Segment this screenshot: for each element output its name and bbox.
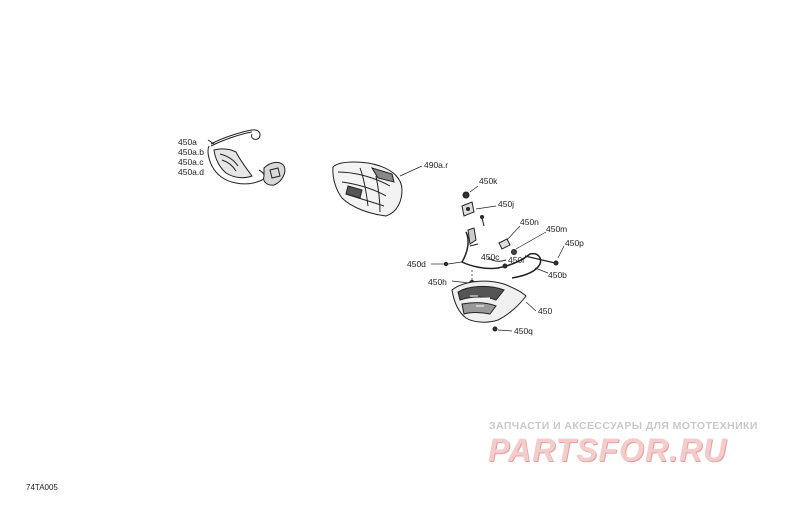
label-450c: 450c <box>481 252 500 262</box>
right-handguard-assembly <box>431 185 565 332</box>
reference-code: 74TA005 <box>26 483 58 492</box>
label-450m: 450m <box>546 224 568 234</box>
bag-490a-r <box>332 161 423 217</box>
label-450k: 450k <box>479 176 498 186</box>
watermark-tagline: ЗАПЧАСТИ И АКСЕССУАРЫ ДЛЯ МОТОТЕХНИКИ <box>489 420 758 432</box>
label-450q: 450q <box>514 326 533 336</box>
label-450: 450 <box>538 306 553 316</box>
label-450r: 450r <box>508 255 526 265</box>
label-450j: 450j <box>498 199 515 209</box>
label-450a: 450a <box>178 137 197 147</box>
left-handguard-assembly <box>207 129 286 186</box>
label-450d: 450d <box>407 259 426 269</box>
watermark-logo: PARTSFOR.RU <box>488 432 728 468</box>
label-490a-r: 490a.r <box>424 160 449 170</box>
label-450h: 450h <box>428 277 447 287</box>
label-450a-d: 450a.d <box>178 167 204 177</box>
label-450a-b: 450a.b <box>178 147 204 157</box>
label-450a-c: 450a.c <box>178 157 204 167</box>
label-450n: 450n <box>520 217 539 227</box>
label-450b: 450b <box>548 270 567 280</box>
label-450p: 450p <box>565 238 584 248</box>
left-handguard-labels: 450a 450a.b 450a.c 450a.d <box>178 137 204 177</box>
